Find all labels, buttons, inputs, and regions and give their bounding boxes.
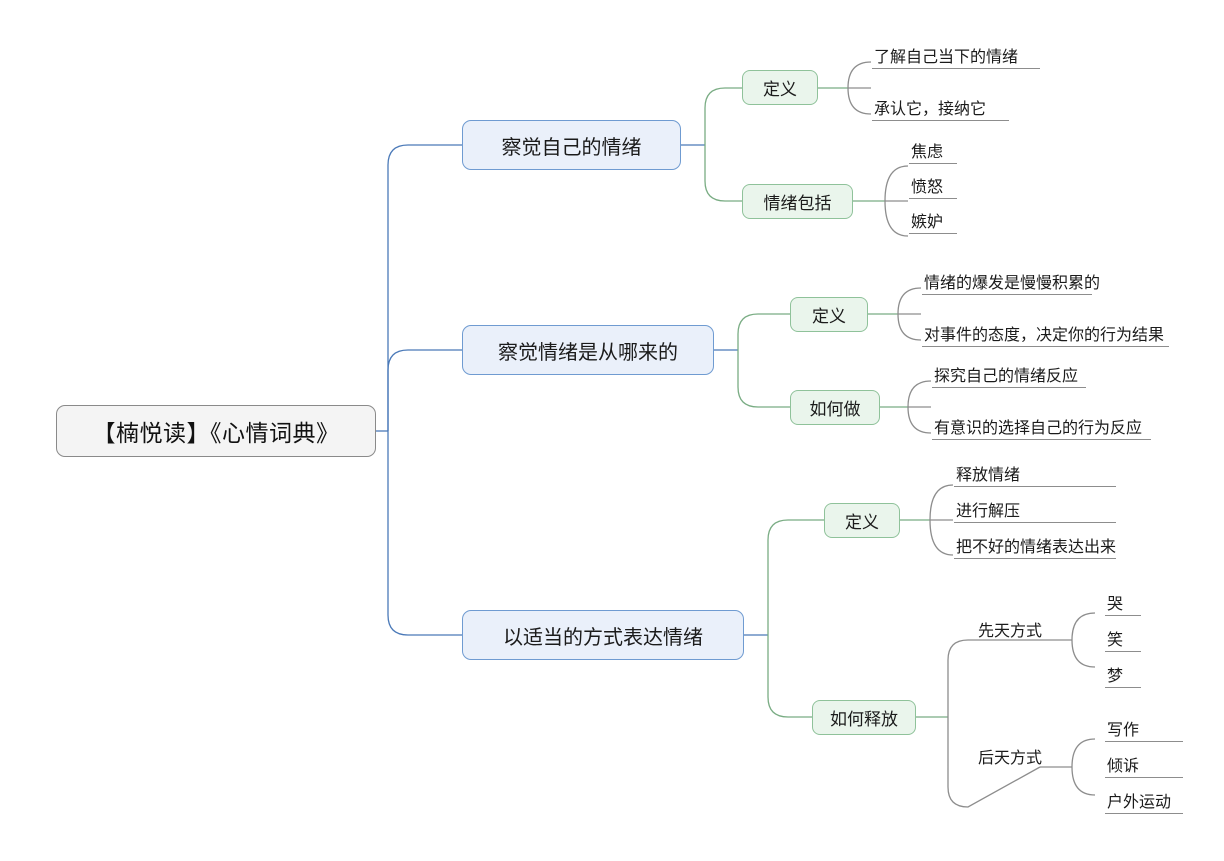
leaf-3-2-2-1[interactable]: 写作 <box>1105 717 1183 742</box>
leaf-label: 户外运动 <box>1107 794 1172 811</box>
group-label-innate[interactable]: 先天方式 <box>976 618 1056 642</box>
subnode-2-1[interactable]: 定义 <box>790 297 868 332</box>
subnode-label-3-2: 如何释放 <box>830 710 898 729</box>
subnode-3-1[interactable]: 定义 <box>824 503 900 538</box>
branch-node-1[interactable]: 察觉自己的情绪 <box>462 120 681 170</box>
group-label-acquired[interactable]: 后天方式 <box>976 745 1056 769</box>
subnode-label-1-1: 定义 <box>763 80 797 99</box>
leaf-label: 倾诉 <box>1107 758 1140 775</box>
leaf-3-2-2-3[interactable]: 户外运动 <box>1105 789 1183 814</box>
root-node[interactable]: 【楠悦读】《心情词典》 <box>56 405 376 457</box>
subnode-1-2[interactable]: 情绪包括 <box>742 184 853 219</box>
leaf-3-2-1-1[interactable]: 哭 <box>1105 591 1141 616</box>
leaf-label: 把不好的情绪表达出来 <box>956 539 1117 556</box>
leaf-3-1-1[interactable]: 释放情绪 <box>954 462 1116 487</box>
leaf-2-2-1[interactable]: 探究自己的情绪反应 <box>932 363 1086 388</box>
leaf-label: 情绪的爆发是慢慢积累的 <box>924 275 1101 292</box>
branch-label-3: 以适当的方式表达情绪 <box>503 626 703 649</box>
leaf-3-2-2-2[interactable]: 倾诉 <box>1105 753 1183 778</box>
leaf-label: 哭 <box>1107 596 1124 613</box>
leaf-2-1-2[interactable]: 对事件的态度，决定你的行为结果 <box>922 322 1169 347</box>
leaf-label: 探究自己的情绪反应 <box>934 368 1079 385</box>
leaf-3-2-1-2[interactable]: 笑 <box>1105 627 1141 652</box>
leaf-1-2-2[interactable]: 愤怒 <box>909 174 957 199</box>
leaf-1-2-1[interactable]: 焦虑 <box>909 139 957 164</box>
subnode-label-3-1: 定义 <box>845 513 879 532</box>
leaf-label: 梦 <box>1107 668 1124 685</box>
leaf-label: 释放情绪 <box>956 467 1021 484</box>
branch-node-3[interactable]: 以适当的方式表达情绪 <box>462 610 744 660</box>
subnode-1-1[interactable]: 定义 <box>742 70 818 105</box>
leaf-label: 愤怒 <box>911 179 944 196</box>
leaf-3-1-2[interactable]: 进行解压 <box>954 498 1116 523</box>
leaf-label: 承认它，接纳它 <box>874 101 987 118</box>
leaf-label: 有意识的选择自己的行为反应 <box>934 420 1143 437</box>
leaf-2-1-1[interactable]: 情绪的爆发是慢慢积累的 <box>922 270 1100 295</box>
leaf-2-2-2[interactable]: 有意识的选择自己的行为反应 <box>932 415 1151 440</box>
group-label: 先天方式 <box>978 623 1043 640</box>
leaf-1-2-3[interactable]: 嫉妒 <box>909 209 957 234</box>
leaf-label: 焦虑 <box>911 144 944 161</box>
subnode-label-2-1: 定义 <box>812 307 846 326</box>
leaf-label: 嫉妒 <box>911 214 944 231</box>
branch-label-1: 察觉自己的情绪 <box>501 136 642 159</box>
group-label: 后天方式 <box>978 750 1043 767</box>
subnode-3-2[interactable]: 如何释放 <box>812 700 916 735</box>
leaf-1-1-2[interactable]: 承认它，接纳它 <box>872 96 1009 121</box>
leaf-1-1-1[interactable]: 了解自己当下的情绪 <box>872 44 1040 69</box>
leaf-label: 写作 <box>1107 722 1140 739</box>
leaf-3-1-3[interactable]: 把不好的情绪表达出来 <box>954 534 1116 559</box>
root-label: 【楠悦读】《心情词典》 <box>92 420 340 446</box>
leaf-label: 进行解压 <box>956 503 1021 520</box>
subnode-label-1-2: 情绪包括 <box>763 194 832 213</box>
leaf-label: 对事件的态度，决定你的行为结果 <box>924 327 1165 344</box>
leaf-label: 笑 <box>1107 632 1124 649</box>
leaf-3-2-1-3[interactable]: 梦 <box>1105 663 1141 688</box>
subnode-label-2-2: 如何做 <box>809 400 861 419</box>
branch-label-2: 察觉情绪是从哪来的 <box>498 341 678 364</box>
leaf-label: 了解自己当下的情绪 <box>874 49 1019 66</box>
subnode-2-2[interactable]: 如何做 <box>790 390 880 425</box>
branch-node-2[interactable]: 察觉情绪是从哪来的 <box>462 325 714 375</box>
